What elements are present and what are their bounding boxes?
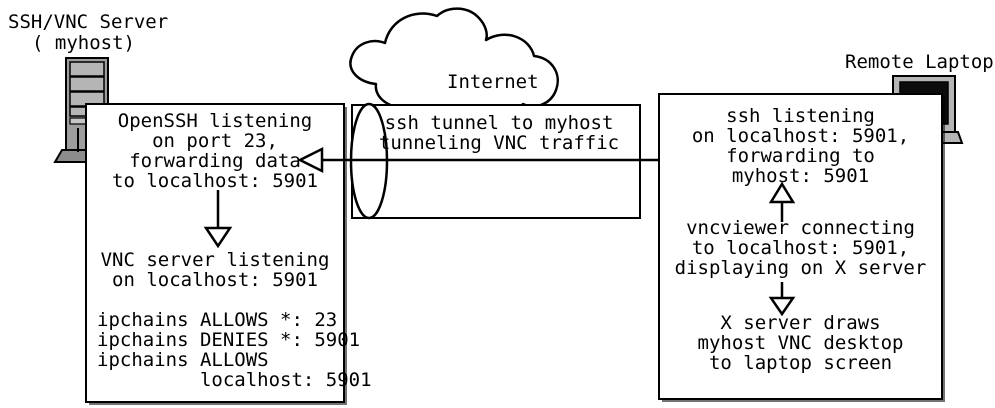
laptop-vncviewer-text: vncviewer connecting to localhost: 5901,…: [674, 217, 927, 279]
server-ipchains-rule-2: ipchains DENIES *: 5901: [97, 329, 361, 351]
server-detail-box: [85, 103, 345, 403]
laptop-xserver-text: X server draws myhost VNC desktop to lap…: [697, 312, 904, 374]
server-ipchains-rule-3: ipchains ALLOWS: [97, 349, 269, 371]
server-label-line2: ( myhost): [32, 32, 135, 54]
internet-label: Internet: [447, 71, 539, 93]
server-label-line1: SSH/VNC Server: [8, 11, 169, 33]
server-ipchains-rule-1: ipchains ALLOWS *: 23: [97, 309, 338, 331]
laptop-label: Remote Laptop: [845, 51, 994, 73]
tunnel-label-line1: ssh tunnel to myhost: [384, 112, 614, 134]
laptop-ssh-text: ssh listening on localhost: 5901, forwar…: [691, 105, 910, 187]
laptop-detail-box: [658, 93, 943, 400]
server-ipchains-rule-4: localhost: 5901: [97, 369, 372, 391]
server-vncserver-text: VNC server listening on localhost: 5901: [100, 249, 330, 291]
server-openssh-text: OpenSSH listening on port 23, forwarding…: [112, 110, 318, 192]
tunnel-label-line2: tunneling VNC traffic: [378, 132, 620, 154]
